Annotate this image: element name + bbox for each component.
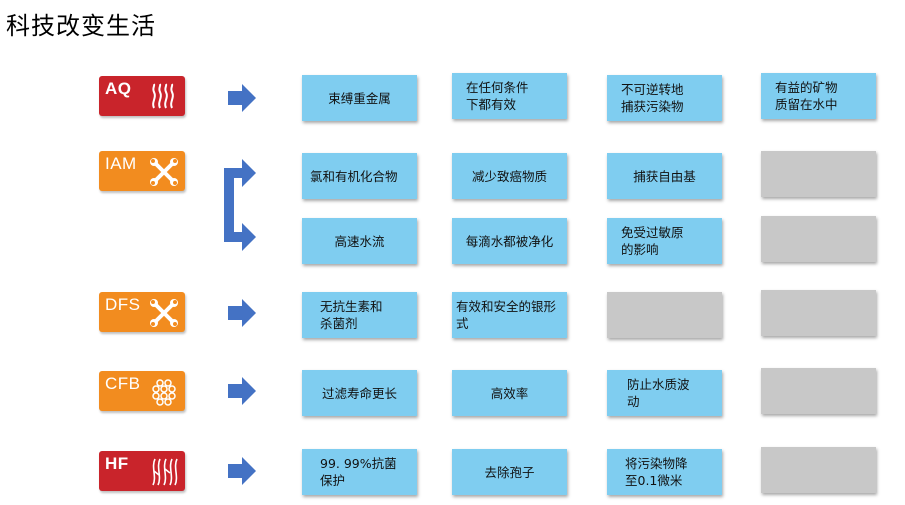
empty-box [761,290,876,336]
feature-text: 高速水流 [334,233,385,249]
feature-box: 将污染物降 至0.1微米 [607,449,722,495]
badge-label: HF [105,454,129,473]
page-title: 科技改变生活 [6,12,156,40]
feature-text: 束缚重金属 [328,90,391,106]
feature-text: 防止水质波 动 [627,377,690,409]
empty-box [607,292,722,338]
feature-text: 每滴水都被净化 [465,233,554,249]
feature-box: 有益的矿物 质留在水中 [761,73,876,119]
feature-box: 氯和有机化合物 [302,153,417,199]
empty-box [761,368,876,414]
feature-box: 防止水质波 动 [607,370,722,416]
fibers-icon [152,458,178,486]
badge-label: CFB [105,374,141,393]
heat-waves-icon [152,83,174,109]
feature-text: 有益的矿物 质留在水中 [775,80,838,112]
feature-box: 无抗生素和 杀菌剂 [302,292,417,338]
feature-text: 免受过敏原 的影响 [621,225,684,257]
feature-box: 有效和安全的银形 式 [452,292,567,338]
arrow-icon [228,299,256,327]
crossed-tools-icon [150,299,178,327]
feature-box: 每滴水都被净化 [452,218,567,264]
arrow-icon [228,84,256,112]
feature-text: 减少致癌物质 [471,168,547,184]
feature-box: 捕获自由基 [607,153,722,199]
feature-box: 在任何条件 下都有效 [452,73,567,119]
arrow-icon [228,377,256,405]
feature-text: 氯和有机化合物 [310,168,398,184]
feature-box: 高速水流 [302,218,417,264]
empty-box [761,151,876,197]
feature-text: 去除孢子 [484,464,535,480]
feature-text: 将污染物降 至0.1微米 [625,456,688,488]
arrow-icon [228,457,256,485]
feature-box: 免受过敏原 的影响 [607,218,722,264]
branch-arrow-icon [224,159,256,251]
honeycomb-icon [152,379,176,406]
feature-text: 捕获自由基 [633,168,696,184]
crossed-tools-icon [150,158,178,186]
badge-iam: IAM [99,151,185,191]
feature-text: 在任何条件 下都有效 [466,80,529,112]
badge-dfs: DFS [99,292,185,332]
feature-box: 99. 99%抗菌 保护 [302,449,417,495]
feature-box: 过滤寿命更长 [302,370,417,416]
empty-box [761,216,876,262]
feature-text: 有效和安全的银形 式 [456,299,557,331]
feature-text: 过滤寿命更长 [321,385,397,401]
badge-label: AQ [105,79,132,98]
badge-aq: AQ [99,76,185,116]
empty-box [761,447,876,493]
feature-text: 不可逆转地 捕获污染物 [621,82,684,114]
feature-box: 高效率 [452,370,567,416]
badge-label: IAM [105,154,137,173]
badge-label: DFS [105,295,141,314]
feature-text: 99. 99%抗菌 保护 [320,456,397,488]
feature-box: 减少致癌物质 [452,153,567,199]
badge-hf: HF [99,451,185,491]
feature-text: 无抗生素和 杀菌剂 [320,299,383,331]
feature-text: 高效率 [490,385,529,401]
feature-box: 去除孢子 [452,449,567,495]
feature-box: 束缚重金属 [302,75,417,121]
badge-cfb: CFB [99,371,185,411]
feature-box: 不可逆转地 捕获污染物 [607,75,722,121]
